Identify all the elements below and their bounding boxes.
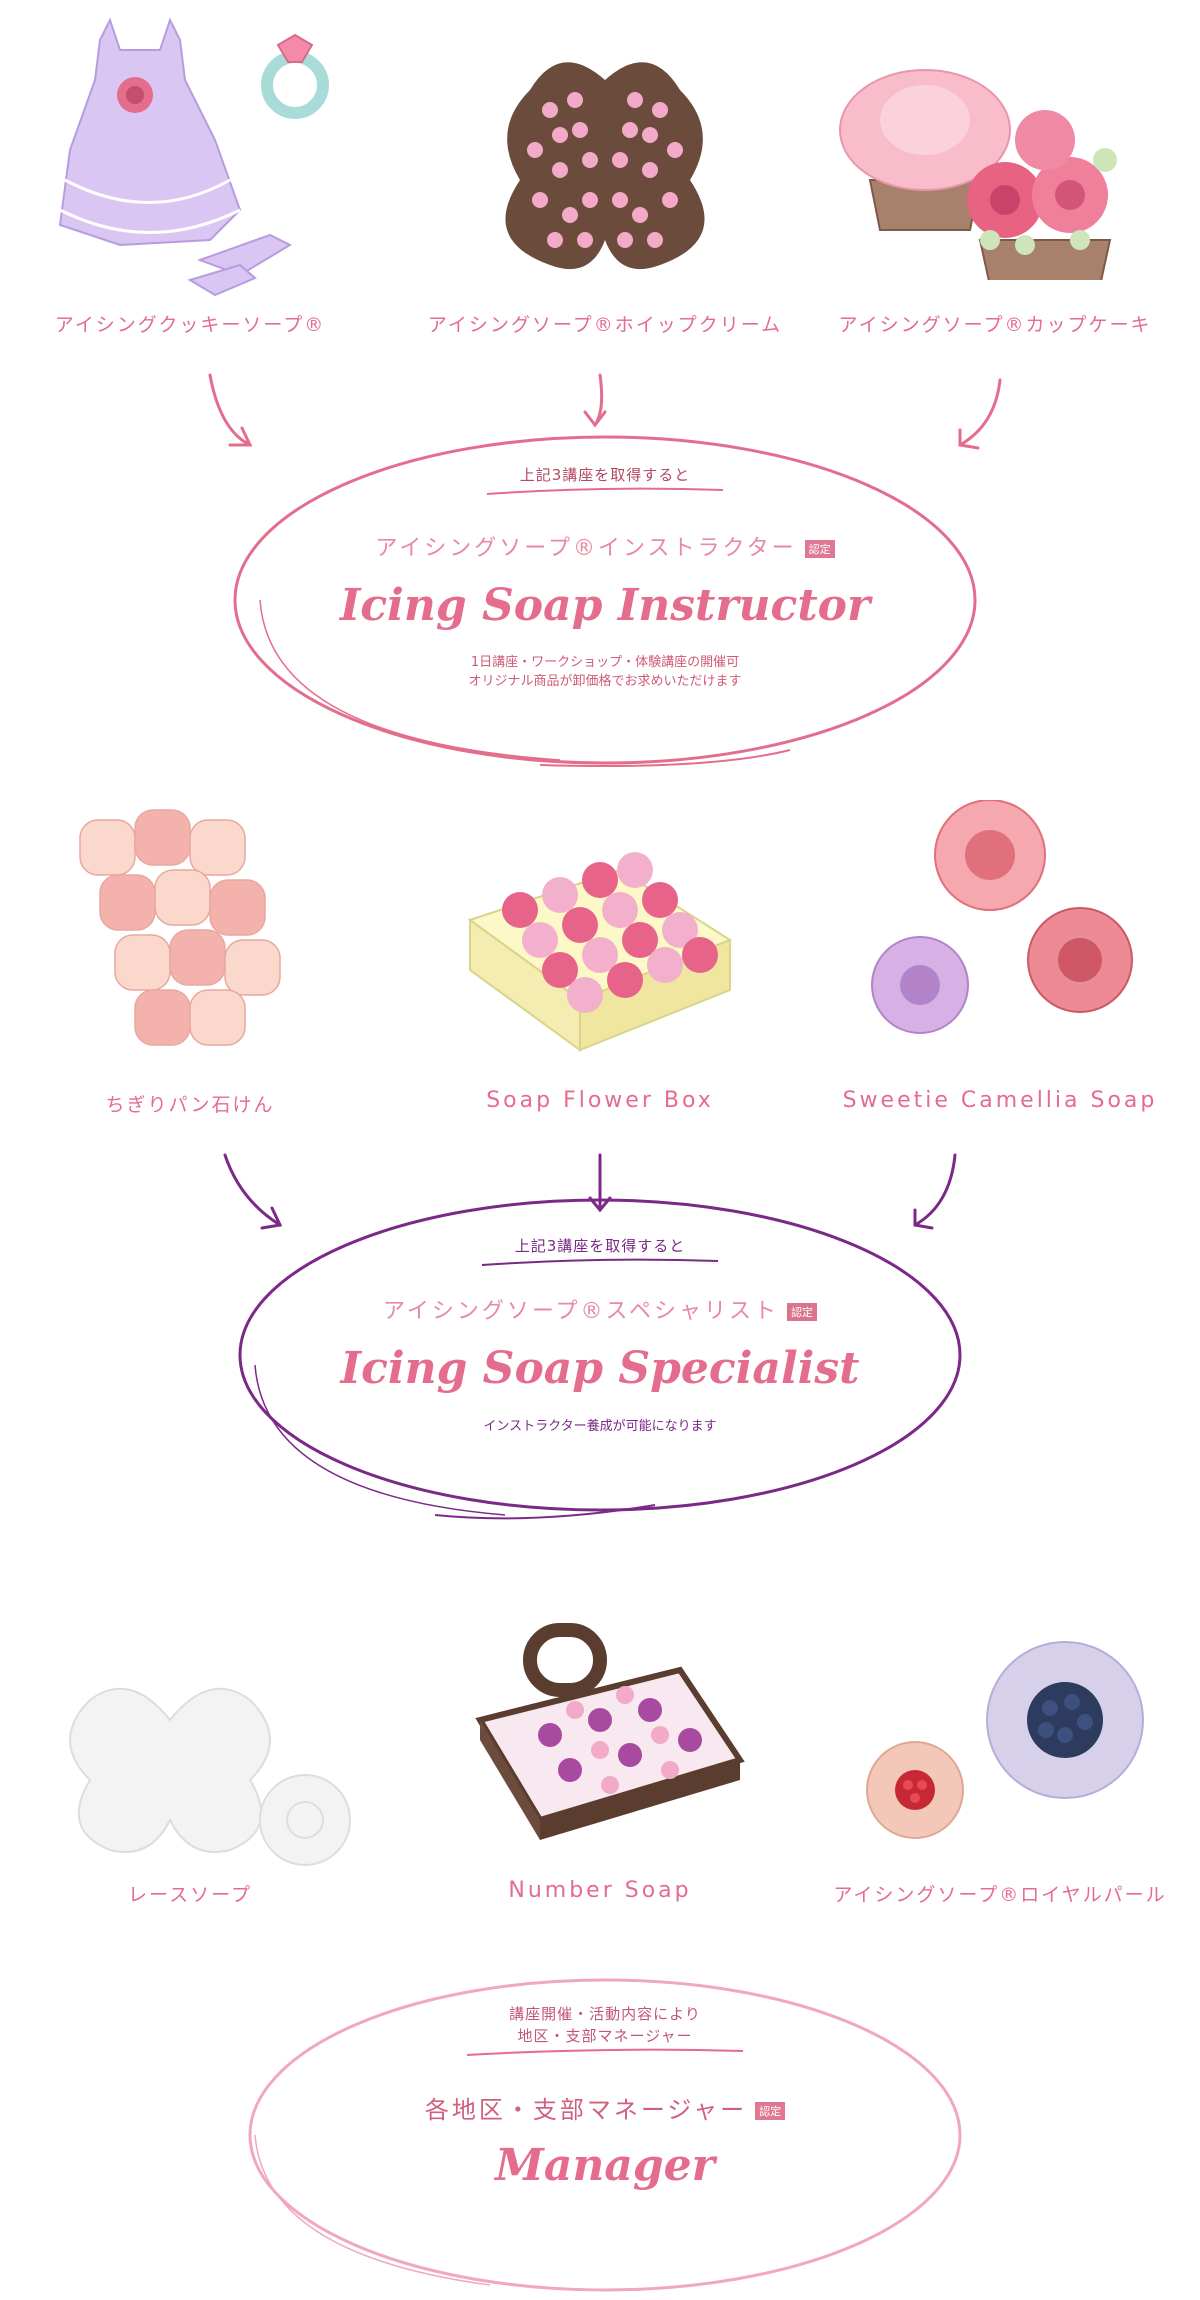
cert-title: Icing Soap Instructor [339,580,871,631]
item-label: Sweetie Camellia Soap [842,1088,1158,1113]
item-label: アイシングクッキーソープ® [54,314,326,336]
certified-badge: 認定 [755,2102,786,2120]
condition-text-2: 地区・支部マネージャー [517,2027,693,2045]
camellia-soap-illustration [871,800,1133,1034]
manager-cert: 講座開催・活動内容により 地区・支部マネージャー 各地区・支部マネージャー認定 … [240,1965,970,2295]
cert-name: アイシングソープ®インストラクター認定 [230,530,980,562]
item-label: アイシングソープ®ホイップクリーム [427,314,783,336]
cert-name-text: アイシングソープ®スペシャリスト [382,1299,780,1324]
specialist-cert: 上記3講座を取得すると アイシングソープ®スペシャリスト認定 Icing Soa… [235,1195,965,1525]
cert-desc-2: オリジナル商品が卸価格でお求めいただけます [468,674,742,689]
cert-name: 各地区・支部マネージャー認定 [240,2090,970,2125]
underline-stroke [466,2048,744,2056]
number-soap-illustration [475,1623,745,1840]
item-label: Number Soap [508,1878,692,1903]
cert-desc-1: 1日講座・ワークショップ・体験講座の開催可 [470,655,740,670]
condition-text: 上記3講座を取得すると [519,466,691,484]
cert-name-text: 各地区・支部マネージャー [424,2096,748,2124]
pull-apart-bread-soap-illustration [79,809,281,1046]
arrows-row2 [223,1153,957,1230]
item-label: Soap Flower Box [486,1088,714,1113]
item-label: ちぎりパン石けん [105,1094,275,1116]
cert-desc-1: インストラクター養成が可能になります [483,1419,717,1434]
cert-name: アイシングソープ®スペシャリスト認定 [235,1293,965,1325]
cert-name-text: アイシングソープ®インストラクター [375,536,797,561]
underline-stroke [481,1258,719,1266]
cert-title: Icing Soap Specialist [340,1343,860,1394]
cupcake-illustration [839,69,1117,280]
ellipse-outline [248,1978,962,2292]
item-label: アイシングソープ®カップケーキ [838,314,1152,336]
lace-soap-illustration [69,1687,351,1866]
condition-text-1: 講座開催・活動内容により [509,2005,701,2023]
dress-ring-illustration [58,17,329,297]
item-label: レースソープ [128,1884,252,1906]
item-label: アイシングソープ®ロイヤルパール [833,1884,1167,1906]
arrows-row1 [208,373,1002,450]
condition-text: 上記3講座を取得すると [514,1237,686,1255]
underline-stroke [486,487,724,495]
certified-badge: 認定 [804,540,835,558]
instructor-cert: 上記3講座を取得すると アイシングソープ®インストラクター認定 Icing So… [230,430,980,770]
ellipse-outline [233,435,977,767]
certified-badge: 認定 [787,1303,818,1321]
soap-flower-box-illustration [467,852,733,1052]
royal-pearl-illustration [866,1641,1144,1839]
ellipse-outline [238,1198,962,1520]
cert-title: Manager [495,2140,715,2191]
butterfly-cookie-illustration [505,62,705,270]
